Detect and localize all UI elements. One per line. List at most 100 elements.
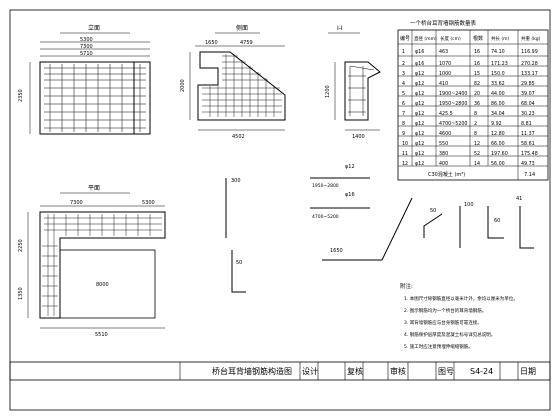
side-view-title: 侧面 [236,24,248,32]
title-block-dividers [179,362,519,380]
table-cell: 30.23 [521,111,535,117]
table-cell: φ12 [415,121,424,127]
section-view-title: I-I [337,25,343,32]
table-header: 共长 (m) [491,35,510,42]
bar-detail-label: 1650 [330,248,343,254]
table-cell: φ16 [415,49,424,55]
notes-title: 附注: [400,282,413,290]
plan-inner-outline [59,249,156,319]
table-cell: 15 [474,71,480,77]
table-cell: 4700~5200 [439,121,467,127]
table-cell: 550 [439,141,448,147]
bar-detail-label: 4700~5200 [312,214,339,220]
table-cell: 74.10 [491,49,505,55]
bar-detail-label: 41 [516,196,522,202]
table-header: 长度 (cm) [440,35,461,42]
bar-detail-2: φ12 φ16 1950~2800 4700~5200 1650 [310,164,413,261]
table-footer-value: 7.14 [524,172,535,178]
note-item: 4. 钢筋保护层厚度及混凝土标号详见总说明。 [404,331,495,338]
table-cell: 8.81 [521,121,532,127]
bar-detail-label: 100 [464,202,474,208]
table-cell: 39.07 [521,91,535,97]
table-cell: φ12 [415,151,424,157]
plan-rebar-grid [42,214,162,316]
table-cell: 16 [474,61,480,67]
table-cell: 7 [402,111,405,117]
table-cell: 9.92 [491,121,502,127]
table-cell: 400 [439,161,448,167]
bar-shape [423,213,443,238]
table-cell: 86.00 [491,101,505,107]
table-header: 编号 [400,35,410,42]
bar-detail-3: 50 100 60 41 [423,196,534,249]
review-label: 审核 [390,366,406,376]
table-cell: φ12 [415,71,424,77]
front-outline-right [133,61,151,135]
plan-view: 平面 7300 5300 [18,185,166,338]
table-cell: 410 [439,81,448,87]
table-cell: 380 [439,151,448,157]
plan-dim-2: 5300 [142,200,155,206]
section-outline [344,61,381,121]
table-cell: 68.04 [521,101,535,107]
table-cell: φ16 [415,61,424,67]
plan-view-title: 平面 [88,185,100,192]
table-cell: 9 [402,131,405,137]
table-cell: 1070 [439,61,451,67]
bar-detail-label: 50 [430,208,436,214]
table-cell: 66.00 [491,141,505,147]
rebar-table: 一个桥台耳背墙钢筋数量表 编号 直径 (mm) 长度 (cm) [397,19,549,181]
table-cell: 1000 [439,71,451,77]
table-cell: 11.37 [521,131,535,137]
bar-shape [322,197,413,261]
table-cell: 1950~2800 [439,101,467,107]
bar-detail-label: φ16 [345,192,355,198]
table-headers: 编号 直径 (mm) 长度 (cm) 根数 共长 (m) 共重 (kg) [400,35,541,42]
bar-detail-label: 1950~2800 [312,183,339,189]
side-dim-2: 4759 [240,40,253,46]
side-dim-1: 1650 [205,40,218,46]
note-item: 5. 施工时应注意预埋伸缩缝钢筋。 [404,343,473,350]
table-cell: 44.00 [491,91,505,97]
front-dim-1: 5300 [80,37,93,43]
table-cell: 49.73 [521,161,535,167]
table-cell: 8 [474,111,477,117]
design-label: 设计 [302,366,318,376]
table-title: 一个桥台耳背墙钢筋数量表 [410,19,477,27]
front-dim-2: 7300 [80,44,93,50]
side-bottom-dim: 4502 [232,134,245,140]
table-cell: 52 [474,151,480,157]
table-cell: 133.17 [521,71,538,77]
section-view: I-I 1200 1400 [325,25,381,140]
table-cell: 29.85 [521,81,535,87]
front-view-title: 立面 [88,24,100,32]
bar-shape [487,206,504,239]
table-cell: 425.5 [439,111,453,117]
table-frame [397,29,549,181]
table-cell: 2 [402,61,405,67]
front-left-dim: 2350 [18,89,24,102]
note-item: 2. 图示钢筋均为一个桥台的耳背墙钢筋。 [404,307,486,314]
section-bottom-dim: 1400 [352,134,365,140]
table-header: 直径 (mm) [414,35,437,42]
table-header: 共重 (kg) [521,35,541,42]
side-rebar-grid [202,54,282,117]
plan-left-dim-1: 2250 [18,239,24,252]
table-cell: 8 [474,131,477,137]
table-cell: 5 [402,91,405,97]
table-grid [398,30,548,180]
table-cell: 197.60 [491,151,508,157]
front-rebar-grid [44,64,146,132]
table-cell: φ12 [415,91,424,97]
table-cell: 34.04 [491,111,505,117]
plan-inner-dim: 8000 [96,282,109,288]
table-cell: 8 [402,121,405,127]
table-cell: φ12 [415,101,424,107]
table-cell: 82 [474,81,480,87]
table-cell: 171.23 [491,61,508,67]
note-item: 1. 本图尺寸除钢筋直径以毫米计外，余均以厘米为单位。 [404,295,518,302]
sheet-label: 图号 [438,367,454,376]
table-cell: 4 [402,81,405,87]
bar-detail-1: 300 50 [225,178,246,293]
